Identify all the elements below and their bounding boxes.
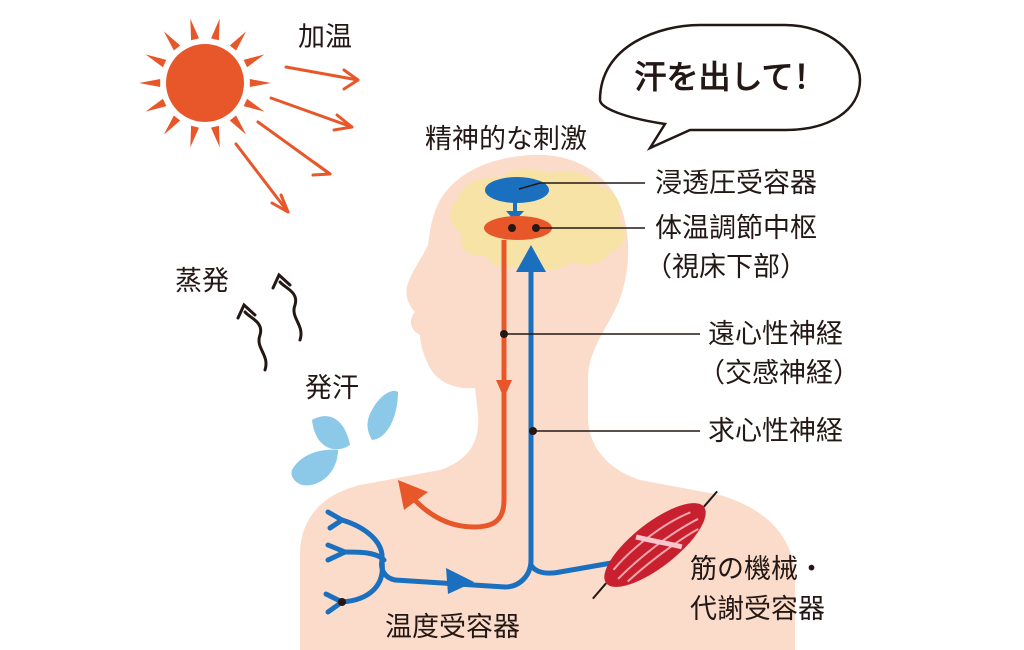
sun-ray — [163, 31, 181, 51]
sun-ray — [211, 18, 220, 41]
sun-ray — [229, 31, 247, 51]
sun-ray — [243, 54, 265, 68]
sun-icon — [139, 18, 271, 148]
label-muscle-receptor-2: 代謝受容器 — [690, 594, 825, 625]
leader-lines — [506, 182, 700, 432]
sun-ray — [229, 115, 247, 135]
label-efferent-nerve: 遠心性神経 — [708, 319, 843, 350]
afferent-pathway — [394, 245, 641, 594]
label-muscle-receptor-1: 筋の機械・ — [690, 554, 825, 585]
speech-bubble-text: 汗を出して！ — [634, 58, 825, 96]
label-afferent-nerve: 求心性神経 — [708, 416, 843, 447]
label-osmoreceptor: 浸透圧受容器 — [655, 168, 817, 199]
sun-ray — [145, 54, 167, 68]
thermo-center-icon — [484, 216, 552, 240]
muscle-icon — [592, 490, 718, 600]
label-sweating: 発汗 — [305, 373, 359, 404]
label-thermo-center-sub: （視床下部） — [645, 252, 807, 283]
sun-ray — [190, 18, 199, 41]
sun-ray — [211, 125, 220, 148]
heating-arrows — [234, 65, 360, 214]
label-mental-stimulus: 精神的な刺激 — [425, 124, 587, 155]
sun-ray — [249, 78, 271, 88]
label-evaporation: 蒸発 — [175, 266, 229, 297]
speech-bubble: 汗を出して！ — [598, 23, 862, 151]
efferent-pathway — [398, 240, 512, 530]
sweat-drops-icon — [291, 390, 398, 486]
label-thermoreceptor: 温度受容器 — [385, 612, 520, 643]
sun-ray — [190, 125, 199, 148]
vapor-arrows-icon — [236, 272, 303, 372]
label-efferent-nerve-sub: （交感神経） — [698, 358, 860, 389]
sun-ray — [145, 98, 167, 112]
sun-ray — [139, 78, 161, 88]
label-heating: 加温 — [298, 22, 352, 53]
osmoreceptor-icon — [485, 177, 549, 203]
label-thermo-center: 体温調節中枢 — [655, 213, 817, 244]
sun-ray — [243, 98, 265, 112]
sun-ray — [163, 115, 181, 135]
